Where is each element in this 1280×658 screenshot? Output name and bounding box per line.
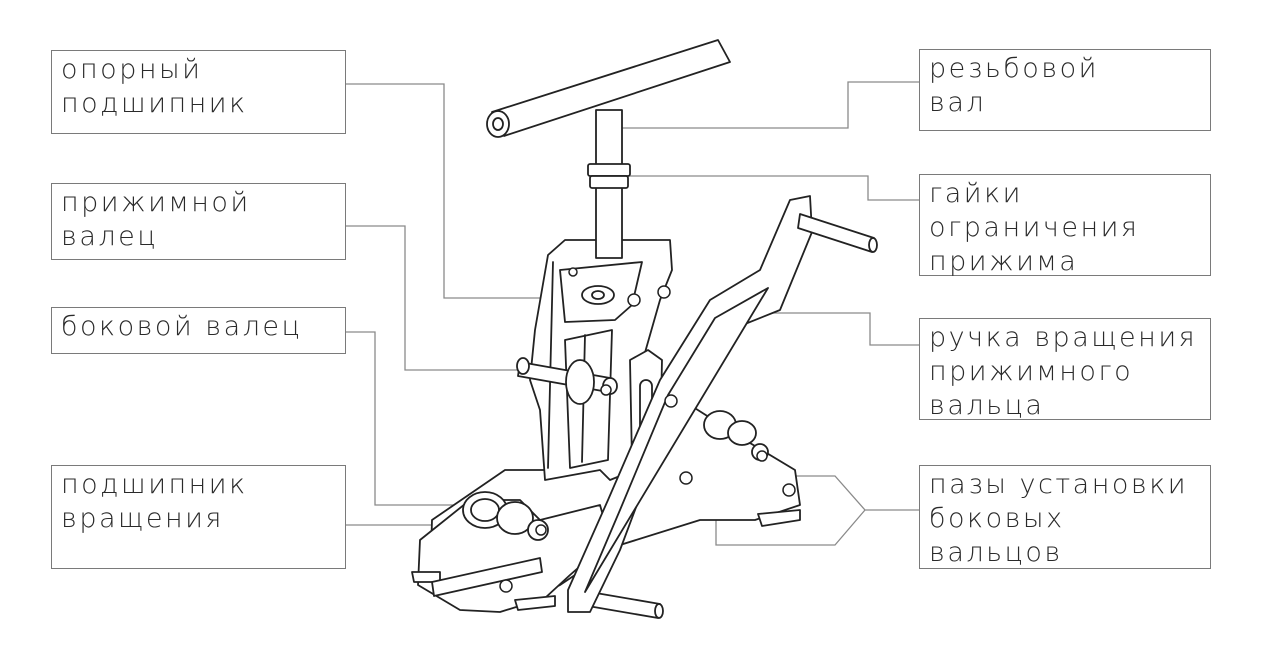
leader-slots-a xyxy=(760,475,919,511)
bolt-2 xyxy=(657,285,671,299)
leader-support-bearing xyxy=(346,83,592,299)
handle-pin-lower xyxy=(587,591,661,619)
mount-foot-left xyxy=(514,595,556,611)
press-handle-inner xyxy=(584,287,769,593)
leader-limit-nuts xyxy=(628,175,919,201)
bolt-8 xyxy=(756,450,768,462)
label-support-bearing: опорный подшипник xyxy=(51,50,346,134)
press-roller xyxy=(565,359,595,405)
label-side-roller: боковой валец xyxy=(51,307,346,354)
machine xyxy=(411,39,878,619)
mount-foot-right xyxy=(757,509,801,527)
lower-axle xyxy=(431,557,543,597)
bolt-7 xyxy=(535,524,547,536)
leader-threaded-shaft xyxy=(620,81,919,129)
press-roller-cap xyxy=(516,357,530,375)
rotation-bearing-groove xyxy=(470,498,500,522)
handle-pin-lower-end xyxy=(654,603,664,619)
label-side-roller-slots: пазы установки боковых вальцов xyxy=(919,465,1211,569)
front-roller-b xyxy=(496,501,534,535)
label-rotation-bearing: подшипник вращения xyxy=(51,465,346,569)
column-edge-left xyxy=(547,261,554,469)
t-handle-end-inner xyxy=(492,117,504,131)
label-limit-nuts: гайки ограничения прижима xyxy=(919,174,1211,277)
label-threaded-shaft: резьбовой вал xyxy=(919,49,1211,131)
bolt-9 xyxy=(600,384,612,396)
label-press-roller: прижимной валец xyxy=(51,183,346,260)
bolt-5 xyxy=(782,483,796,497)
leader-side-roller xyxy=(346,331,470,506)
bolt-3 xyxy=(664,394,678,408)
handle-pin-upper-end xyxy=(868,237,878,253)
support-bearing-core xyxy=(591,290,605,300)
bolt-1 xyxy=(627,293,641,307)
leader-lines xyxy=(346,81,919,546)
bolt-10 xyxy=(568,267,578,277)
leader-press-handle xyxy=(752,312,919,346)
limit-nut-upper xyxy=(587,163,631,177)
side-roller-b xyxy=(727,420,757,446)
leader-press-roller xyxy=(346,225,560,371)
bolt-6 xyxy=(499,579,513,593)
label-press-handle: ручка вращения прижимного вальца xyxy=(919,318,1211,421)
bolts xyxy=(499,267,796,593)
limit-nut-lower xyxy=(589,175,629,189)
bolt-4 xyxy=(679,471,693,485)
